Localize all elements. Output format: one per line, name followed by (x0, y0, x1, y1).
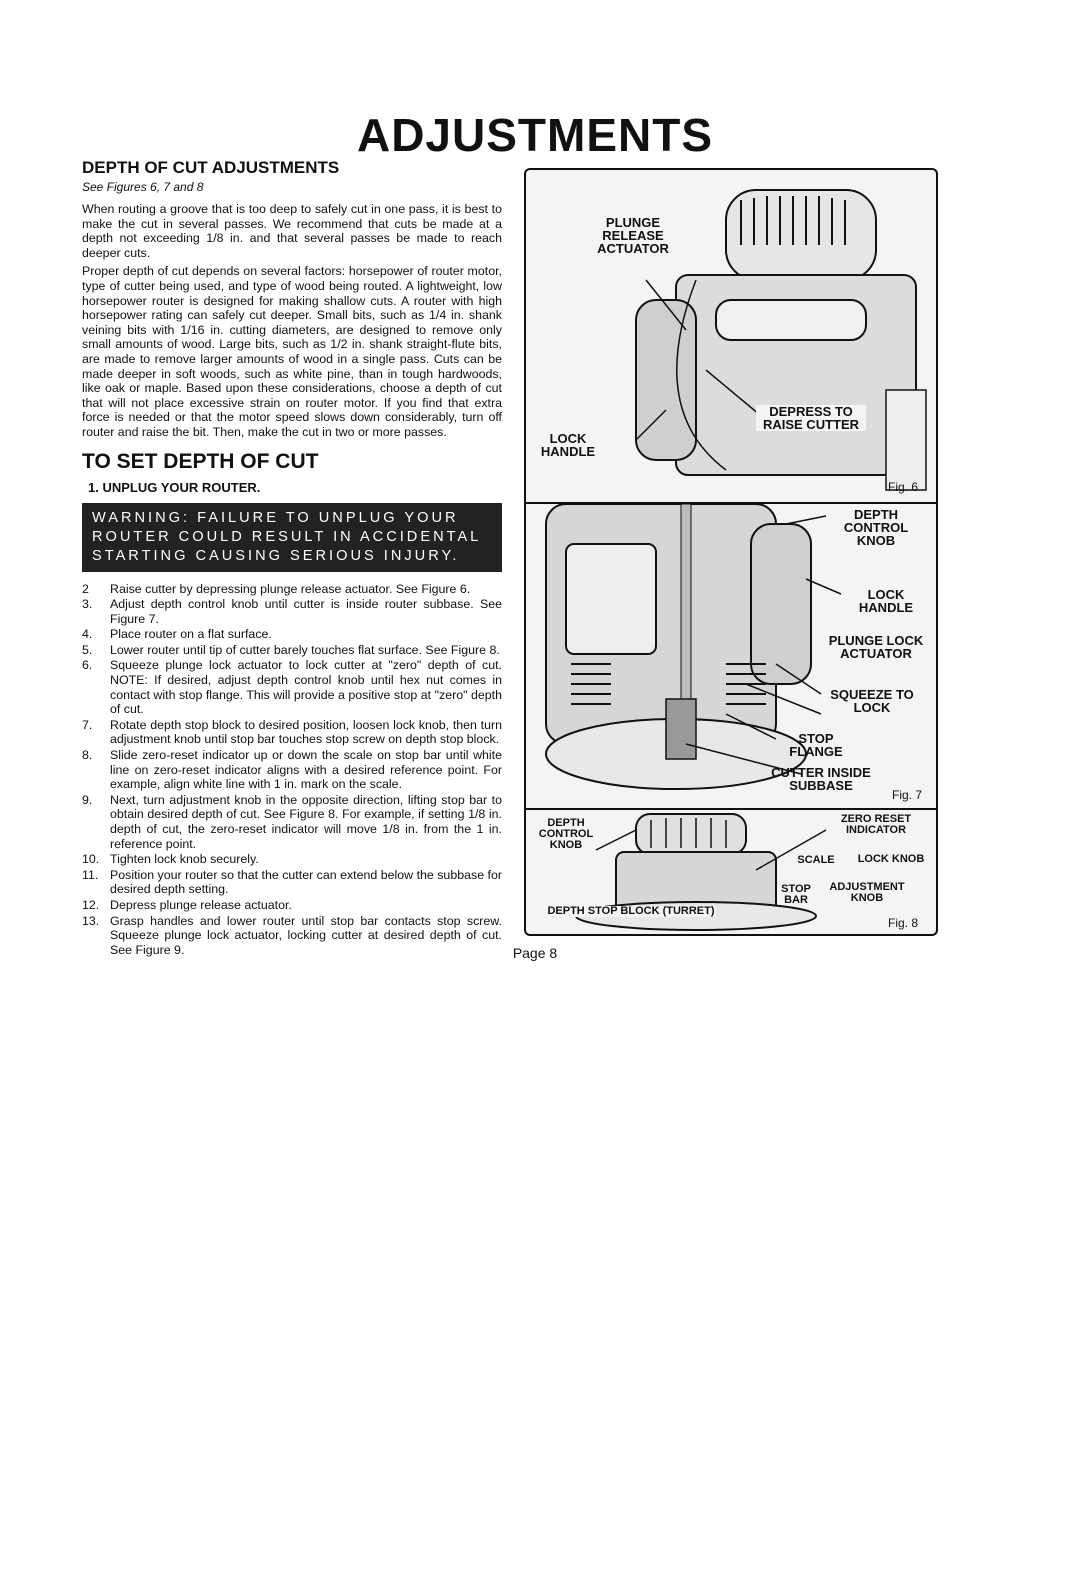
figure-7: DEPTH CONTROL KNOB LOCK HANDLE PLUNGE LO… (524, 502, 938, 810)
label-depress-to-raise: DEPRESS TO RAISE CUTTER (756, 405, 866, 431)
list-item: 9.Next, turn adjustment knob in the oppo… (82, 792, 502, 851)
label-stop-flange: STOP FLANGE (789, 731, 843, 759)
section-heading-depth-of-cut: DEPTH OF CUT ADJUSTMENTS (82, 158, 340, 177)
list-item: 3.Adjust depth control knob until cutter… (82, 597, 502, 626)
label-depth-control-knob: DEPTH CONTROL KNOB (843, 507, 909, 548)
page-title: ADJUSTMENTS (356, 109, 714, 161)
list-item: 7.Rotate depth stop block to desired pos… (82, 717, 502, 747)
list-item: 11.Position your router so that the cutt… (82, 867, 502, 897)
label-zero-reset-indicator: ZERO RESET INDICATOR (840, 813, 912, 836)
warning-box: WARNING: FAILURE TO UNPLUG YOUR ROUTER C… (82, 502, 502, 572)
label-squeeze-to-lock: SQUEEZE TO LOCK (830, 687, 914, 715)
paragraph-intro: When routing a groove that is too deep t… (82, 202, 502, 260)
paragraph-depth-factors: Proper depth of cut depends on several f… (82, 264, 502, 439)
caption-fig6: Fig. 6 (888, 480, 919, 494)
router-illustration-fig7 (545, 504, 842, 790)
list-item: 6.Squeeze plunge lock actuator to lock c… (82, 658, 502, 717)
label-depth-control-knob: DEPTH CONTROL KNOB (538, 817, 594, 851)
list-item: 5.Lower router until tip of cutter barel… (82, 642, 500, 657)
label-stop-bar: STOP BAR (781, 883, 811, 906)
list-item: 8.Slide zero-reset indicator up or down … (82, 748, 502, 792)
caption-fig8: Fig. 8 (888, 916, 919, 930)
page-number: Page 8 (512, 945, 558, 961)
step-unplug: 1. UNPLUG YOUR ROUTER. (88, 479, 261, 495)
label-scale: SCALE (797, 854, 835, 866)
instructions-column: DEPTH OF CUT ADJUSTMENTS See Figures 6, … (82, 158, 502, 959)
label-lock-handle: LOCK HANDLE (858, 587, 914, 615)
list-item: 12.Depress plunge release actuator. (82, 897, 292, 912)
label-cutter-inside-subbase: CUTTER INSIDE SUBBASE (771, 765, 871, 793)
list-item: 10.Tighten lock knob securely. (82, 852, 259, 867)
figure-reference: See Figures 6, 7 and 8 (82, 180, 204, 194)
figure-8: ZERO RESET INDICATOR DEPTH CONTROL KNOB … (524, 808, 938, 936)
list-item: 13.Grasp handles and lower router until … (82, 913, 502, 957)
label-lock-knob: LOCK KNOB (857, 853, 925, 865)
label-lock-handle: LOCK HANDLE (540, 431, 596, 459)
label-adjustment-knob: ADJUSTMENT KNOB (829, 881, 905, 904)
label-plunge-lock-actuator: PLUNGE LOCK ACTUATOR (828, 633, 924, 661)
label-depth-stop-block: DEPTH STOP BLOCK (TURRET) (546, 905, 716, 917)
section-heading-set-depth: TO SET DEPTH OF CUT (82, 449, 319, 473)
label-plunge-release-actuator: PLUNGE RELEASE ACTUATOR (597, 215, 669, 256)
caption-fig7: Fig. 7 (892, 788, 923, 802)
figure-6: PLUNGE RELEASE ACTUATOR DEPRESS TO RAISE… (524, 168, 938, 504)
list-item: 4.Place router on a flat surface. (82, 627, 272, 642)
